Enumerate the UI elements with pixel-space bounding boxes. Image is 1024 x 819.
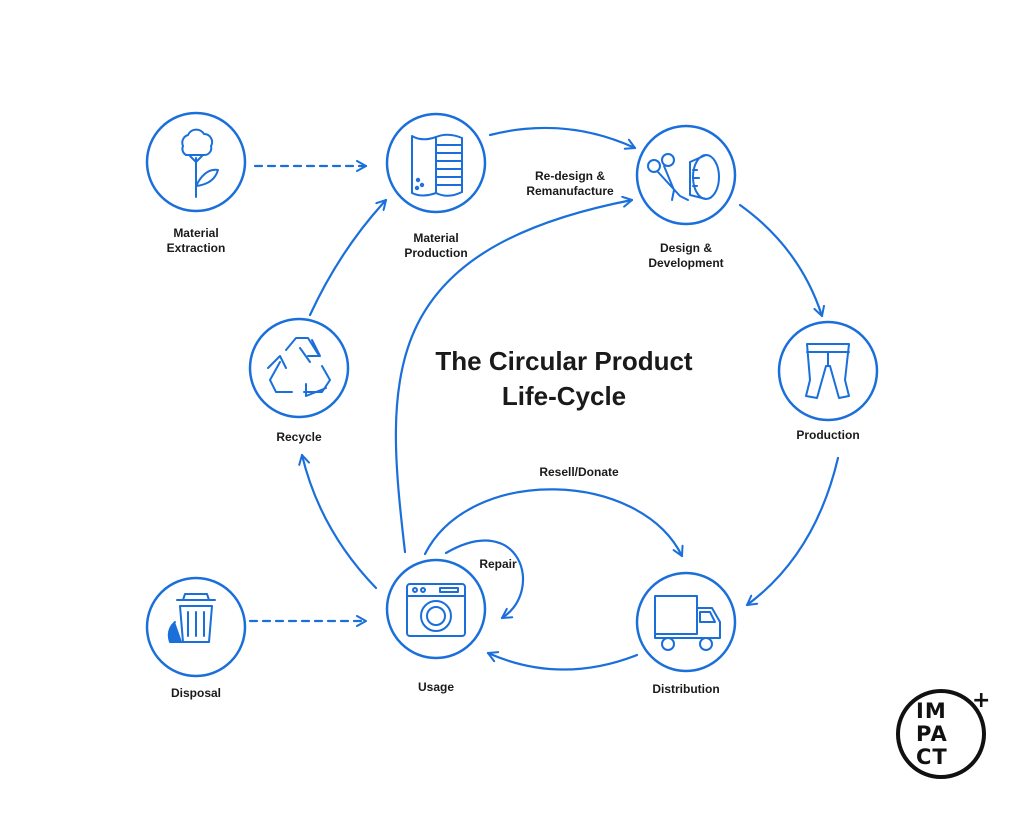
arrow-production-to-distribution (745, 456, 840, 607)
repair-loop-label: Repair (479, 557, 517, 571)
material-production-label: Material Production (404, 231, 468, 260)
disposal-label: Disposal (170, 686, 222, 700)
design-development-label: Design & Development (648, 241, 724, 270)
recycle-label: Recycle (276, 430, 322, 444)
design-development-node (635, 124, 737, 226)
delivery-truck-icon (654, 595, 721, 651)
fabric-roll-icon (411, 133, 463, 197)
arrow-resell-loop (423, 488, 684, 558)
scissors-measuring-tape-icon (647, 153, 720, 201)
arrow-design-to-production (738, 203, 825, 318)
cotton-plant-icon (181, 128, 219, 198)
arrow-redesign-loop (394, 195, 634, 554)
production-label: Production (796, 428, 860, 442)
redesign-loop-label: Re-design & Remanufacture (526, 169, 614, 198)
logo-line-1: IM (916, 699, 947, 723)
arrow-production-to-design (488, 126, 637, 150)
usage-node (385, 558, 487, 660)
impact-logo (896, 689, 986, 779)
recycle-node (248, 317, 350, 419)
usage-label: Usage (417, 680, 455, 694)
resell-loop-label: Resell/Donate (539, 465, 619, 479)
trousers-icon (805, 343, 850, 399)
logo-line-3: CT (916, 745, 948, 769)
arrow-repair-loop (444, 539, 525, 620)
arrow-distribution-to-usage (486, 651, 639, 671)
trash-bin-icon (167, 593, 216, 643)
arrow-usage-to-recycle (298, 453, 378, 590)
material-extraction-label: Material Extraction (166, 226, 226, 255)
distribution-label: Distribution (652, 682, 720, 696)
washing-machine-icon (406, 583, 466, 637)
recycle-icon (267, 337, 331, 397)
logo-line-2: PA (916, 722, 948, 746)
logo-plus: + (972, 688, 992, 713)
production-node (777, 320, 879, 422)
arrow-recycle-to-material-production (308, 198, 388, 317)
diagram-title: The Circular Product Life-Cycle (435, 346, 693, 411)
